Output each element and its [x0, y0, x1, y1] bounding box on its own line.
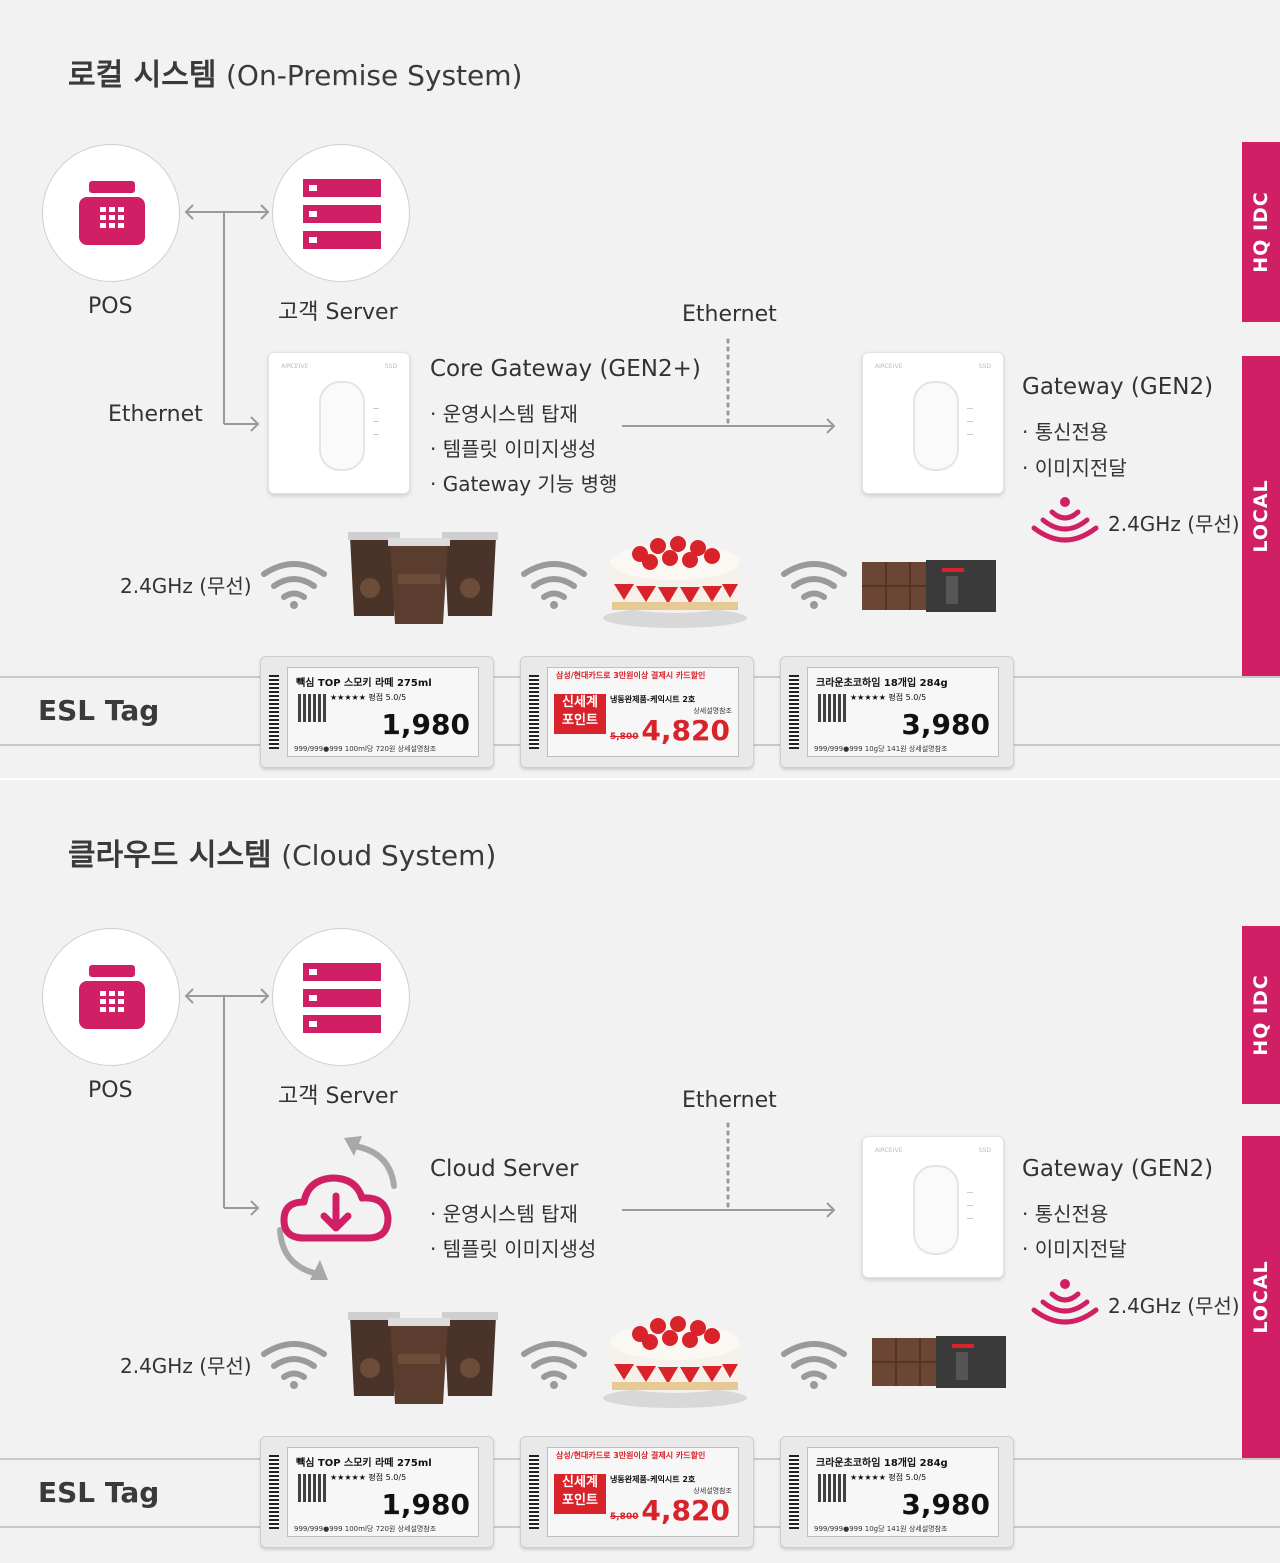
cloud-system-section: 클라우드 시스템 (Cloud System) POS: [0, 780, 1280, 1563]
cash-register-icon: [79, 181, 145, 245]
esl-tag: 빽심 TOP 스모키 라떼 275ml ★★★★★ 평점 5.0/5 1,980…: [260, 1436, 494, 1548]
gateway-bullet: · 통신전용: [1022, 1202, 1109, 1226]
broadcast-icon: [1031, 497, 1099, 543]
server-circle: [272, 144, 410, 282]
section-title: 클라우드 시스템 (Cloud System): [68, 838, 497, 873]
tag-old-price: 5,800: [610, 732, 639, 742]
pos-label: POS: [88, 294, 133, 319]
chocolate-bar-image: [872, 1336, 1006, 1388]
cloud-bullet: · 운영시스템 탑재: [430, 1202, 578, 1226]
wireless-label-left: 2.4GHz (무선): [120, 1354, 252, 1378]
pos-circle: [42, 928, 180, 1066]
gateway-title: Gateway (GEN2): [1022, 374, 1214, 400]
server-icon: [303, 963, 381, 1033]
esl-label: ESL Tag: [38, 1476, 160, 1509]
tag-rating: ★★★★★ 평점 5.0/5: [330, 693, 407, 702]
tag-promo: 신세계 포인트: [554, 694, 606, 734]
esl-tag: 삼성/현대카드로 3만원이상 결제시 카드할인 신세계 포인트 냉동완제품-케익…: [520, 656, 754, 768]
wireless-label-left: 2.4GHz (무선): [120, 574, 252, 598]
ethernet-label-top: Ethernet: [682, 302, 777, 327]
core-gateway-title: Core Gateway (GEN2+): [430, 356, 701, 382]
connector-lines: [184, 204, 836, 434]
pos-circle: [42, 144, 180, 282]
tag-sub: 냉동완제품-케익시트 2호: [610, 1475, 696, 1484]
server-circle: [272, 928, 410, 1066]
pos-label: POS: [88, 1078, 133, 1103]
broadcast-icon: [1031, 1279, 1099, 1325]
esl-tag: 빽심 TOP 스모키 라떼 275ml ★★★★★ 평점 5.0/5 1,980…: [260, 656, 494, 768]
tag-title: 크라운초코하임 18개입 284g: [816, 1458, 948, 1469]
esl-tag: 삼성/현대카드로 3만원이상 결제시 카드할인 신세계 포인트 냉동완제품-케익…: [520, 1436, 754, 1548]
gateway-bullet: · 통신전용: [1022, 420, 1109, 444]
tab-local: LOCAL: [1242, 356, 1280, 676]
server-icon: [303, 179, 381, 249]
tag-title: 삼성/현대카드로 3만원이상 결제시 카드할인: [556, 671, 706, 680]
strawberry-cake-image: [603, 1316, 747, 1408]
tag-foot: 999/999●999 100ml당 720원 상세설명참조: [294, 1525, 437, 1533]
local-system-section: 로컬 시스템 (On-Premise System) POS: [0, 0, 1280, 778]
esl-tag: 크라운초코하임 18개입 284g ★★★★★ 평점 5.0/5 3,980 9…: [780, 656, 1014, 768]
tag-foot: 999/999●999 10g당 141원 상세설명참조: [814, 745, 948, 753]
wifi-icon: [521, 1341, 587, 1389]
core-bullet: · Gateway 기능 병행: [430, 472, 618, 496]
ethernet-label-top: Ethernet: [682, 1088, 777, 1113]
tab-hq-idc: HQ IDC: [1242, 926, 1280, 1104]
tag-title: 삼성/현대카드로 3만원이상 결제시 카드할인: [556, 1451, 706, 1460]
core-bullet: · 템플릿 이미지생성: [430, 437, 597, 461]
wifi-icon: [781, 561, 847, 609]
wifi-icon: [261, 561, 327, 609]
tag-price: 3,980: [901, 708, 990, 741]
ethernet-label-left: Ethernet: [108, 402, 203, 427]
tag-title: 크라운초코하임 18개입 284g: [816, 678, 948, 689]
strawberry-cake-image: [603, 536, 747, 628]
server-label: 고객 Server: [278, 300, 398, 325]
coffee-cups-image: [348, 532, 498, 624]
wifi-icon: [781, 1341, 847, 1389]
server-label: 고객 Server: [278, 1084, 398, 1109]
tag-rating: ★★★★★ 평점 5.0/5: [850, 1473, 927, 1482]
tag-price: 4,820: [641, 1494, 730, 1527]
tag-rating: ★★★★★ 평점 5.0/5: [850, 693, 927, 702]
tag-rating: ★★★★★ 평점 5.0/5: [330, 1473, 407, 1482]
gateway-bullet: · 이미지전달: [1022, 456, 1127, 480]
wireless-label-right: 2.4GHz (무선): [1108, 512, 1240, 536]
tag-price: 1,980: [381, 1488, 470, 1521]
core-bullet: · 운영시스템 탑재: [430, 402, 578, 426]
tag-old-price: 5,800: [610, 1512, 639, 1522]
chocolate-bar-image: [862, 560, 996, 612]
esl-label: ESL Tag: [38, 694, 160, 727]
tag-sub: 냉동완제품-케익시트 2호: [610, 695, 696, 704]
esl-tag: 크라운초코하임 18개입 284g ★★★★★ 평점 5.0/5 3,980 9…: [780, 1436, 1014, 1548]
cloud-bullet: · 템플릿 이미지생성: [430, 1237, 597, 1261]
cloud-server-title: Cloud Server: [430, 1156, 579, 1182]
tag-price: 1,980: [381, 708, 470, 741]
connector-lines: [184, 988, 836, 1218]
tag-foot: 상세설명참조: [693, 707, 732, 715]
coffee-cups-image: [348, 1312, 498, 1404]
tab-hq-idc: HQ IDC: [1242, 142, 1280, 322]
tag-foot: 상세설명참조: [693, 1487, 732, 1495]
wifi-icon: [521, 561, 587, 609]
tab-local: LOCAL: [1242, 1136, 1280, 1458]
tag-price: 3,980: [901, 1488, 990, 1521]
tag-foot: 999/999●999 10g당 141원 상세설명참조: [814, 1525, 948, 1533]
wireless-label-right: 2.4GHz (무선): [1108, 1294, 1240, 1318]
tag-foot: 999/999●999 100ml당 720원 상세설명참조: [294, 745, 437, 753]
tag-title: 빽심 TOP 스모키 라떼 275ml: [296, 1458, 432, 1469]
cloud-download-icon: [277, 1136, 397, 1280]
cash-register-icon: [79, 965, 145, 1029]
wifi-icon: [261, 1341, 327, 1389]
tag-price: 4,820: [641, 714, 730, 747]
gateway-bullet: · 이미지전달: [1022, 1237, 1127, 1261]
gateway-title: Gateway (GEN2): [1022, 1156, 1214, 1182]
section-title: 로컬 시스템 (On-Premise System): [68, 58, 523, 93]
tag-title: 빽심 TOP 스모키 라떼 275ml: [296, 678, 432, 689]
section-divider: [0, 778, 1280, 780]
tag-promo: 신세계 포인트: [554, 1474, 606, 1514]
